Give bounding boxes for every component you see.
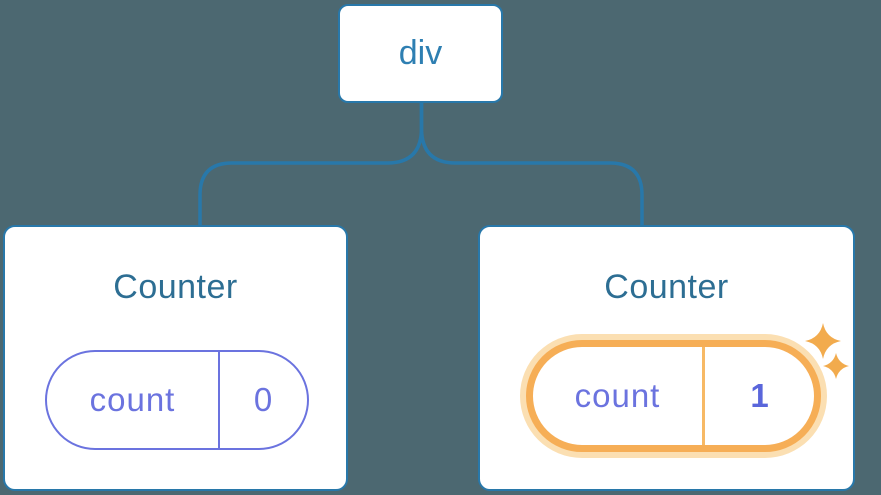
state-value-label: 0	[253, 381, 274, 418]
state-value-cell: 0	[220, 352, 307, 448]
pill-divider	[218, 352, 220, 448]
counter-card-left: Counter count 0	[3, 225, 348, 491]
state-pill-highlighted: count 1	[526, 340, 821, 452]
state-value-label: 1	[750, 377, 769, 414]
root-node-label: div	[398, 34, 443, 72]
state-key-cell: count	[533, 347, 702, 445]
root-node: div	[338, 4, 503, 103]
state-pill: count 0	[45, 350, 309, 450]
state-key-label: count	[89, 381, 176, 418]
state-key-label: count	[574, 377, 661, 414]
pill-divider	[702, 347, 705, 445]
component-title: Counter	[113, 268, 238, 306]
state-key-cell: count	[47, 352, 218, 448]
component-title: Counter	[604, 268, 729, 306]
counter-card-right: Counter count 1	[478, 225, 855, 491]
sparkles-icon	[805, 323, 849, 379]
state-value-cell: 1	[705, 347, 814, 445]
